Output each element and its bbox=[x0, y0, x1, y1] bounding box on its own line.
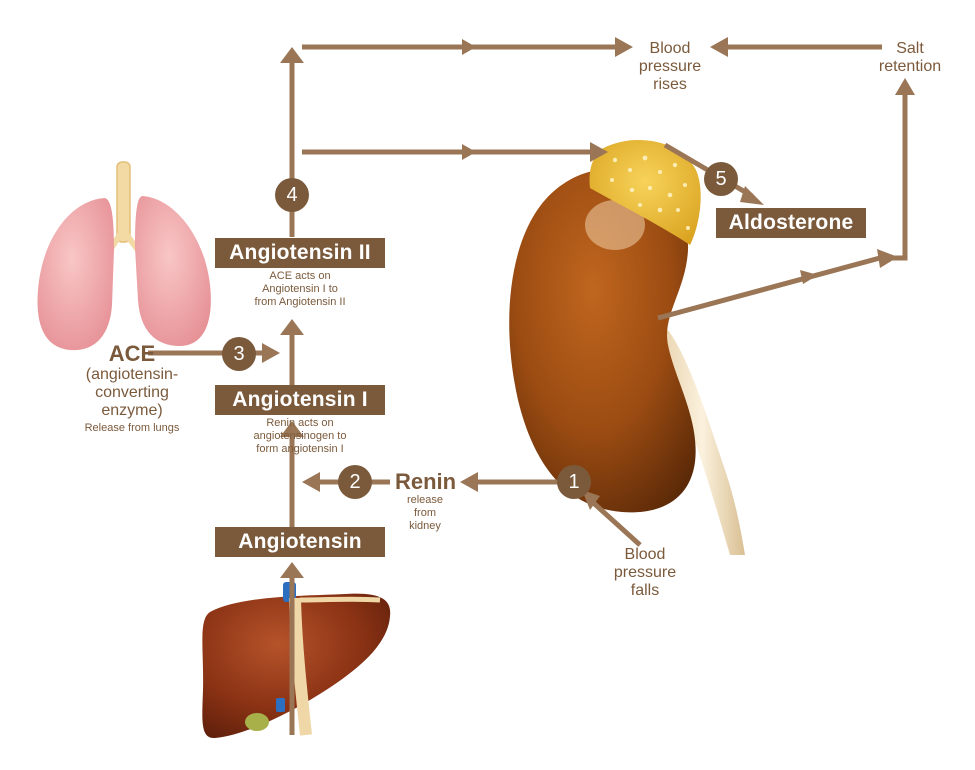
note-line: form angiotensin I bbox=[256, 443, 344, 455]
ace-line: (angiotensin- bbox=[85, 366, 179, 383]
step-5-marker: 5 bbox=[704, 162, 738, 196]
step-2-marker: 2 bbox=[338, 465, 372, 499]
ace-line: converting bbox=[95, 384, 169, 401]
angiotensin-box: Angiotensin bbox=[215, 527, 385, 557]
note-line: Angiotensin I to bbox=[262, 283, 338, 295]
ace-line: enzyme) bbox=[101, 402, 163, 419]
arrow-head bbox=[280, 421, 304, 437]
note-line: angiotensinogen to bbox=[253, 430, 347, 442]
ace-block: ACE (angiotensin- converting enzyme) Rel… bbox=[62, 342, 202, 436]
arrow-head bbox=[280, 47, 304, 63]
liver-illustration bbox=[202, 582, 391, 739]
note-line: Renin acts on bbox=[266, 417, 334, 429]
renin-label: Renin bbox=[395, 469, 457, 494]
lungs-illustration bbox=[37, 161, 211, 351]
arrow-head bbox=[460, 472, 478, 492]
ace-title: ACE bbox=[108, 341, 156, 366]
arrow-head bbox=[895, 78, 915, 95]
note-line: release bbox=[406, 494, 444, 506]
arrow-heads bbox=[262, 37, 915, 578]
step-3-marker: 3 bbox=[222, 337, 256, 371]
arrow-head bbox=[302, 472, 320, 492]
step-4-marker: 4 bbox=[275, 178, 309, 212]
angiotensin-ii-note: ACE acts on Angiotensin I to from Angiot… bbox=[215, 270, 385, 309]
label-line: Blood bbox=[649, 40, 691, 57]
label-line: Blood bbox=[624, 546, 666, 563]
renin-note: release from kidney bbox=[395, 494, 455, 533]
angiotensin-i-box: Angiotensin I bbox=[215, 385, 385, 415]
kidney-illustration bbox=[509, 169, 745, 555]
arrow-head bbox=[800, 270, 818, 284]
label-line: rises bbox=[653, 76, 687, 93]
label-line: retention bbox=[878, 58, 942, 75]
label-line: pressure bbox=[613, 564, 677, 581]
arrow-head bbox=[280, 562, 304, 578]
arrow-head bbox=[280, 319, 304, 335]
arrow-head bbox=[877, 249, 898, 268]
note-line: ACE acts on bbox=[269, 270, 331, 282]
note-line: from bbox=[414, 507, 436, 519]
adrenal-gland-illustration bbox=[589, 139, 701, 245]
arrow-head bbox=[710, 37, 728, 57]
arrow-head bbox=[262, 343, 280, 363]
label-line: Salt bbox=[896, 40, 924, 57]
salt-retention-label: Salt retention bbox=[870, 40, 950, 76]
label-line: falls bbox=[630, 582, 660, 599]
label-line: pressure bbox=[638, 58, 702, 75]
arrow-head bbox=[590, 142, 608, 162]
angiotensin-i-note: Renin acts on angiotensinogen to form an… bbox=[215, 417, 385, 456]
note-line: from Angiotensin II bbox=[254, 296, 346, 308]
note-line: kidney bbox=[409, 520, 441, 532]
blood-pressure-rises-label: Blood pressure rises bbox=[630, 40, 710, 94]
ace-note: Release from lungs bbox=[84, 422, 180, 434]
arrow-head bbox=[615, 37, 633, 57]
blood-pressure-falls-label: Blood pressure falls bbox=[605, 546, 685, 600]
step-1-marker: 1 bbox=[557, 465, 591, 499]
aldosterone-box: Aldosterone bbox=[716, 208, 866, 238]
arrow-head bbox=[740, 186, 764, 205]
arrow-head bbox=[582, 490, 600, 510]
angiotensin-ii-box: Angiotensin II bbox=[215, 238, 385, 268]
arrow-head bbox=[462, 144, 476, 160]
arrow-head bbox=[462, 39, 476, 55]
falls-to-kidney-line bbox=[586, 496, 642, 547]
